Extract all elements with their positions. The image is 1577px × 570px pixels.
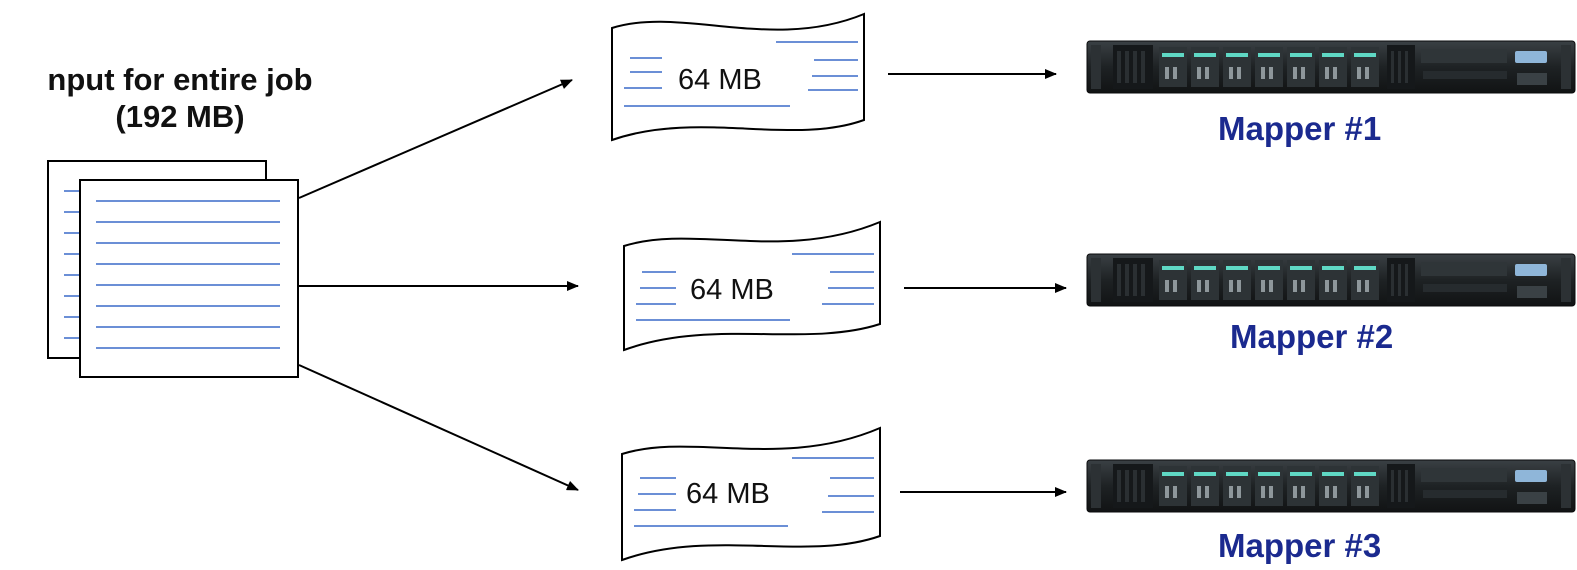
server-rack-icon xyxy=(1086,459,1576,513)
file-chunk-icon xyxy=(621,426,881,562)
mapper-2-label: Mapper #2 xyxy=(1230,318,1394,355)
mapper-1-label: Mapper #1 xyxy=(1218,110,1382,147)
input-size: (192 MB) xyxy=(115,99,245,134)
chunk-2-label: 64 MB xyxy=(690,274,774,306)
input-title: nput for entire job xyxy=(47,62,313,97)
document-stack-icon xyxy=(47,160,299,378)
arrow-to-chunk-1 xyxy=(298,79,573,199)
chunk-3-label: 64 MB xyxy=(686,478,770,510)
chunk-1-label: 64 MB xyxy=(678,64,762,96)
file-chunk-icon xyxy=(611,12,865,142)
arrow-to-chunk-3 xyxy=(298,364,579,491)
file-chunk-icon xyxy=(623,220,881,352)
server-rack-icon xyxy=(1086,253,1576,307)
server-rack-icon xyxy=(1086,40,1576,94)
mapper-3-label: Mapper #3 xyxy=(1218,527,1382,564)
